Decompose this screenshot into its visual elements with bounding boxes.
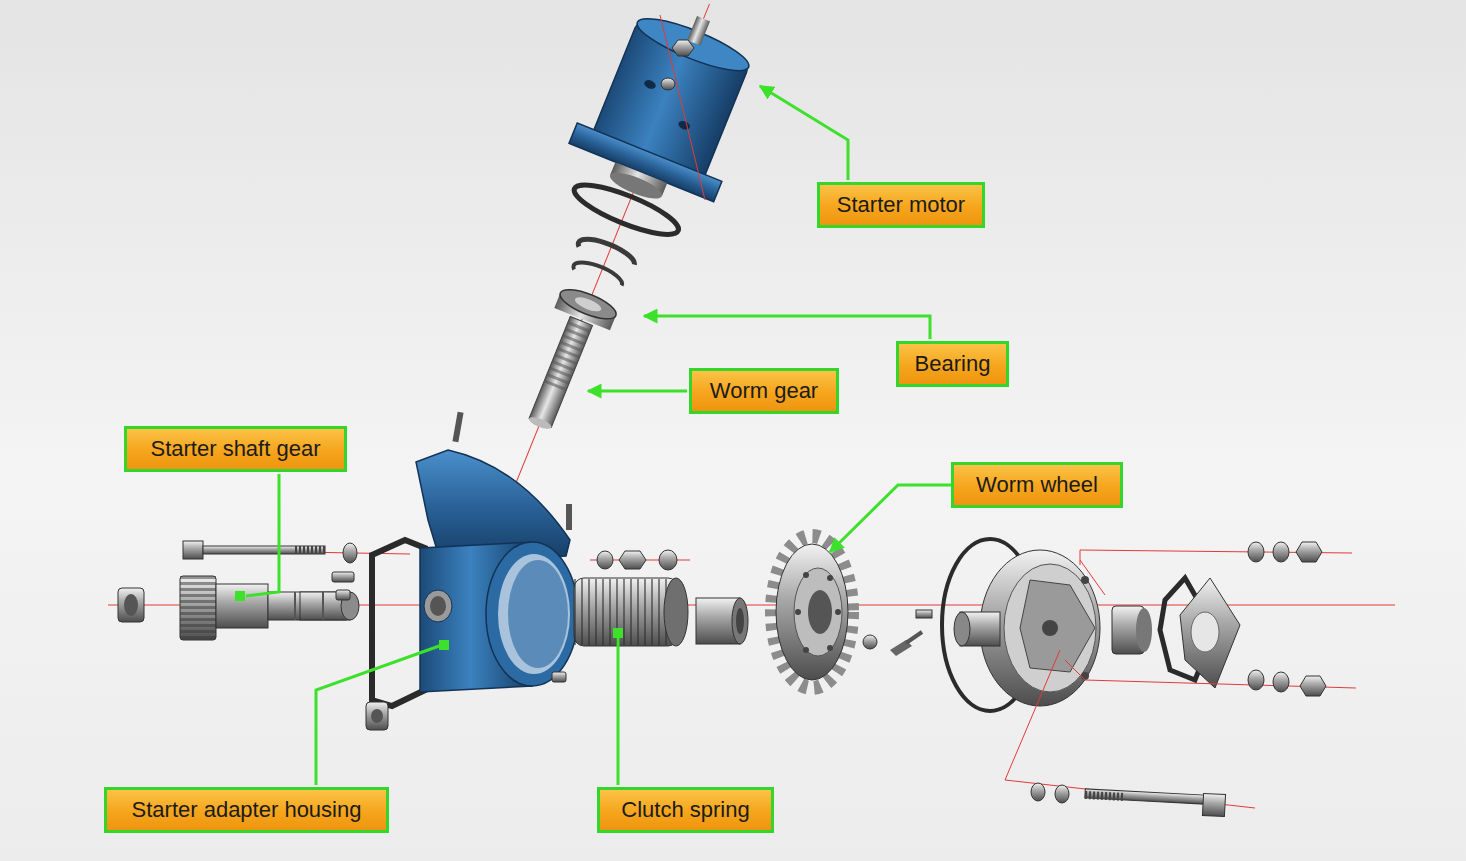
bolt-top — [183, 541, 410, 600]
worm-wheel — [772, 536, 852, 688]
leader-dots — [235, 591, 623, 650]
motor-fasteners — [660, 15, 705, 200]
rear-plate — [1160, 578, 1240, 688]
adapter-housing — [366, 412, 578, 730]
pin — [863, 610, 932, 656]
nuts-row — [590, 550, 690, 570]
part-label: Worm wheel — [976, 472, 1098, 498]
part-label: Starter motor — [837, 192, 965, 218]
part-label: Starter shaft gear — [151, 436, 321, 462]
clutch-spring — [574, 578, 688, 646]
sleeve — [696, 598, 748, 644]
motor-assembly — [393, 0, 782, 638]
callout-box: Worm wheel — [951, 462, 1123, 508]
callout-box: Starter shaft gear — [124, 426, 347, 472]
part-label: Clutch spring — [621, 797, 749, 823]
part-label: Worm gear — [710, 378, 818, 404]
callout-box: Bearing — [896, 341, 1009, 387]
callout-box: Worm gear — [689, 368, 839, 414]
callout-box: Clutch spring — [597, 787, 774, 833]
gasket — [372, 540, 425, 706]
shaft-assembly — [118, 576, 359, 640]
part-label: Starter adapter housing — [132, 797, 362, 823]
end-cover — [942, 539, 1152, 711]
callout-box: Starter motor — [817, 182, 985, 228]
callout-box: Starter adapter housing — [104, 787, 389, 833]
rear-fasteners — [1005, 542, 1356, 817]
part-label: Bearing — [915, 351, 991, 377]
